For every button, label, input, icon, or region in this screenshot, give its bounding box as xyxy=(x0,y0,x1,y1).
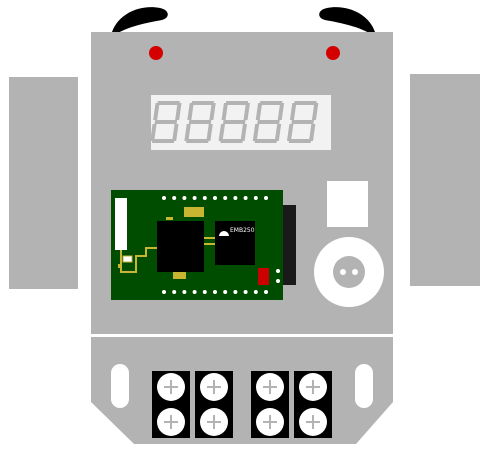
bottom-terminal-panel xyxy=(91,337,393,444)
header-pin xyxy=(162,290,166,294)
left-side-panel xyxy=(9,77,78,289)
right-side-panel xyxy=(410,74,480,286)
digit-segment xyxy=(259,101,283,105)
resistor xyxy=(258,268,269,285)
digit-segment xyxy=(286,124,294,141)
digit-segment xyxy=(153,103,160,120)
header-pin xyxy=(253,196,258,200)
digit-segment xyxy=(222,120,246,124)
header-pin xyxy=(192,290,197,294)
digit-segment xyxy=(188,120,212,124)
digit-segment xyxy=(218,124,225,141)
digit-segment xyxy=(243,103,250,120)
digit-segment xyxy=(187,103,194,120)
header-pin xyxy=(233,196,238,200)
digit-segment xyxy=(206,124,213,141)
digit-segment xyxy=(191,101,215,105)
header-pin xyxy=(243,196,248,200)
small-component-a xyxy=(122,255,133,263)
digit-segment xyxy=(186,139,209,143)
digit-segment xyxy=(220,139,243,143)
header-pin xyxy=(202,290,207,294)
digit-segment xyxy=(254,139,278,143)
digit-segment xyxy=(288,139,312,143)
header-pin xyxy=(264,290,268,294)
digit-segment xyxy=(277,103,285,120)
digit xyxy=(286,101,319,143)
left-ear-icon xyxy=(112,7,168,33)
header-pin xyxy=(192,196,197,200)
digit-segment xyxy=(240,124,247,141)
header-pin xyxy=(202,196,207,200)
digit-segment xyxy=(308,124,316,141)
small-component-b xyxy=(118,264,122,268)
header-pin xyxy=(253,290,258,294)
right-mounting-slot xyxy=(355,364,373,408)
header-pin xyxy=(264,196,268,200)
pad-left xyxy=(166,217,173,220)
header-pins-top xyxy=(162,196,268,200)
header-pin xyxy=(276,279,280,283)
digit-segment xyxy=(157,101,180,105)
pad-mid-a xyxy=(203,237,215,239)
digit-segment xyxy=(311,103,319,120)
bluetooth-module: EMB250 xyxy=(111,190,296,300)
digit xyxy=(184,101,216,143)
header-pin xyxy=(182,290,187,294)
left-indicator-led xyxy=(149,46,163,60)
pad-bottom xyxy=(173,272,186,279)
digit xyxy=(150,101,182,143)
emb250-chip xyxy=(215,221,255,265)
header-pin xyxy=(276,269,280,273)
digit-segment xyxy=(289,103,297,120)
header-pin xyxy=(213,196,217,200)
digit-segment xyxy=(252,124,260,141)
digit-segment xyxy=(257,120,280,124)
left-mounting-slot xyxy=(111,364,129,408)
digit-segment xyxy=(294,101,317,105)
buzzer-hole-left xyxy=(340,269,346,275)
main-chip xyxy=(157,221,204,272)
antenna-trace xyxy=(120,247,157,273)
digit-segment xyxy=(291,120,314,124)
header-pin xyxy=(223,290,228,294)
header-pin xyxy=(223,196,228,200)
terminal-blocks xyxy=(152,371,332,438)
pad-top xyxy=(184,207,204,217)
digit-segment xyxy=(154,120,178,124)
header-pin xyxy=(213,290,217,294)
digit-segment xyxy=(209,103,216,120)
header-pin xyxy=(243,290,248,294)
display-digits xyxy=(150,101,319,143)
right-indicator-led xyxy=(326,46,340,60)
header-pins-bottom xyxy=(162,290,268,294)
square-button[interactable] xyxy=(327,181,368,227)
digit-segment xyxy=(172,124,179,141)
digit-segment xyxy=(150,124,157,141)
digit-segment xyxy=(175,103,182,120)
header-pin xyxy=(172,196,177,200)
digit-segment xyxy=(151,139,175,143)
digit xyxy=(252,101,285,143)
digit-segment xyxy=(255,103,263,120)
buzzer-hole-right xyxy=(352,269,358,275)
buzzer-center xyxy=(333,256,365,288)
header-pin xyxy=(233,290,238,294)
digit-segment xyxy=(274,124,282,141)
chip-label: EMB250 xyxy=(230,227,255,234)
header-pins-right xyxy=(276,269,280,283)
digit xyxy=(218,101,250,143)
right-ear-icon xyxy=(319,7,375,33)
header-pin xyxy=(172,290,177,294)
digit-segment xyxy=(221,103,228,120)
chip-dot-icon xyxy=(219,231,229,236)
antenna xyxy=(115,198,127,250)
header-pin xyxy=(182,196,187,200)
pad-mid-b xyxy=(203,243,215,245)
digit-segment xyxy=(225,101,249,105)
header-pin xyxy=(162,196,166,200)
digit-segment xyxy=(184,124,191,141)
